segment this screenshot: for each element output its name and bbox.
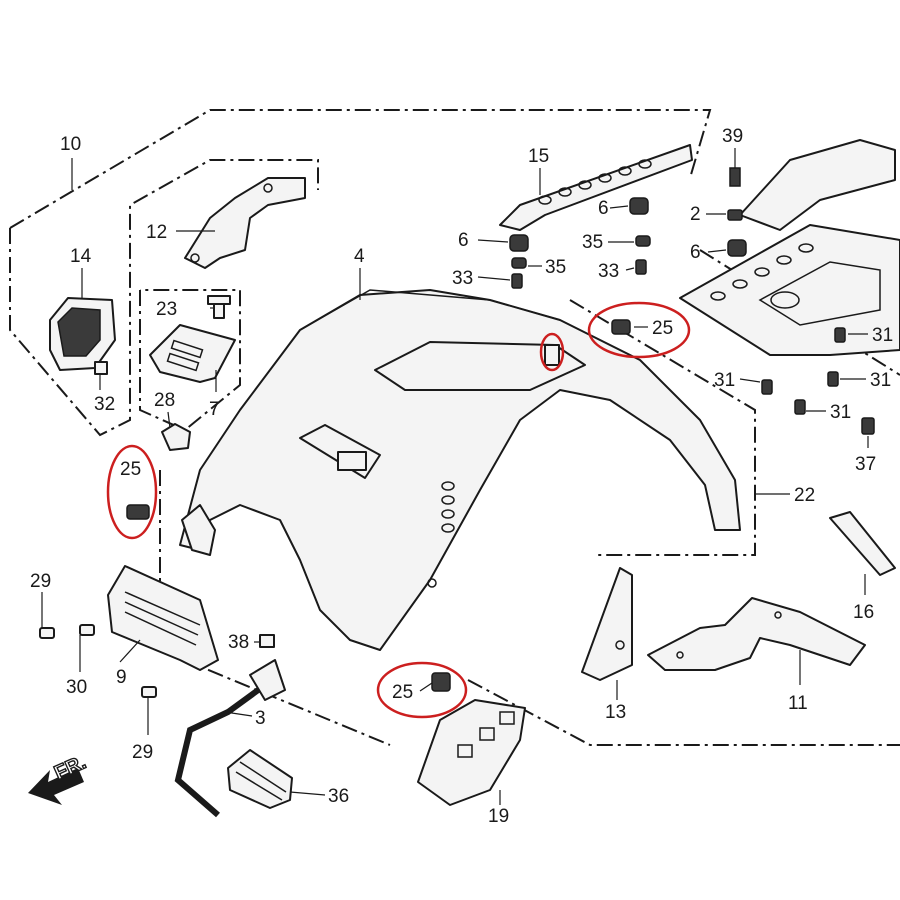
highlight-25-right bbox=[587, 301, 691, 359]
callout-29-bottom: 29 bbox=[132, 742, 153, 763]
callout-2: 2 bbox=[690, 204, 701, 225]
front-arrow-label: FR. bbox=[51, 751, 89, 784]
callout-31-a: 31 bbox=[872, 325, 893, 346]
bracket-11 bbox=[647, 597, 866, 671]
callout-13: 13 bbox=[605, 702, 626, 723]
reflector-14 bbox=[49, 297, 116, 375]
callout-22: 22 bbox=[794, 485, 815, 506]
step-bar-3 bbox=[174, 634, 286, 818]
callout-25-right: 25 bbox=[652, 318, 673, 339]
grommets bbox=[509, 197, 747, 289]
callout-35-a: 35 bbox=[545, 257, 566, 278]
highlight-25-left bbox=[106, 444, 158, 540]
callout-33-a: 33 bbox=[452, 268, 473, 289]
callout-25-bottom: 25 bbox=[392, 682, 413, 703]
callout-32: 32 bbox=[94, 394, 115, 415]
callout-12: 12 bbox=[146, 222, 167, 243]
callout-7: 7 bbox=[209, 399, 220, 420]
clamp-7 bbox=[149, 295, 236, 451]
footpeg-36 bbox=[227, 749, 293, 809]
callout-39: 39 bbox=[722, 126, 743, 147]
callout-35-b: 35 bbox=[582, 232, 603, 253]
panel-13 bbox=[581, 567, 633, 681]
callout-14: 14 bbox=[70, 246, 92, 267]
rear-fender-4 bbox=[179, 289, 741, 651]
callout-11: 11 bbox=[788, 693, 808, 714]
callout-30: 30 bbox=[66, 677, 87, 698]
callout-15: 15 bbox=[528, 146, 549, 167]
bolt-25-left bbox=[126, 504, 150, 520]
front-arrow-icon: FR. bbox=[28, 751, 90, 805]
seat-cushion bbox=[739, 139, 896, 231]
bolts-right bbox=[611, 319, 875, 435]
callout-31-d: 31 bbox=[830, 402, 851, 423]
tail-strip-15 bbox=[499, 144, 693, 231]
highlight-marks bbox=[106, 301, 691, 719]
callout-31-c: 31 bbox=[870, 370, 891, 391]
callout-6-a: 6 bbox=[458, 230, 469, 251]
callout-6-b: 6 bbox=[598, 198, 609, 219]
callout-6-c: 6 bbox=[690, 242, 701, 263]
callout-16: 16 bbox=[853, 602, 874, 623]
leader-lines bbox=[41, 148, 869, 805]
highlight-fender-nut bbox=[539, 332, 565, 372]
callout-29-top: 29 bbox=[30, 571, 51, 592]
callout-19: 19 bbox=[488, 806, 509, 827]
reflector-16 bbox=[829, 511, 896, 576]
mud-plate-19 bbox=[417, 672, 526, 806]
highlight-25-bottom bbox=[376, 661, 468, 719]
bracket-12 bbox=[184, 177, 306, 269]
grab-rail-9 bbox=[39, 565, 219, 698]
callout-9: 9 bbox=[116, 667, 127, 688]
callout-28: 28 bbox=[154, 390, 175, 411]
license-plate-bracket bbox=[679, 167, 900, 356]
callout-33-b: 33 bbox=[598, 261, 619, 282]
callout-25-left: 25 bbox=[120, 459, 141, 480]
callout-36: 36 bbox=[328, 786, 349, 807]
callout-31-b: 31 bbox=[714, 370, 735, 391]
callout-4: 4 bbox=[354, 246, 365, 267]
callout-labels: 10 12 14 32 23 28 7 25 29 30 9 29 38 3 3… bbox=[30, 126, 893, 827]
callout-23: 23 bbox=[156, 299, 177, 320]
callout-38: 38 bbox=[228, 632, 249, 653]
callout-37: 37 bbox=[855, 454, 876, 475]
callout-10: 10 bbox=[60, 134, 81, 155]
callout-3: 3 bbox=[255, 708, 266, 729]
